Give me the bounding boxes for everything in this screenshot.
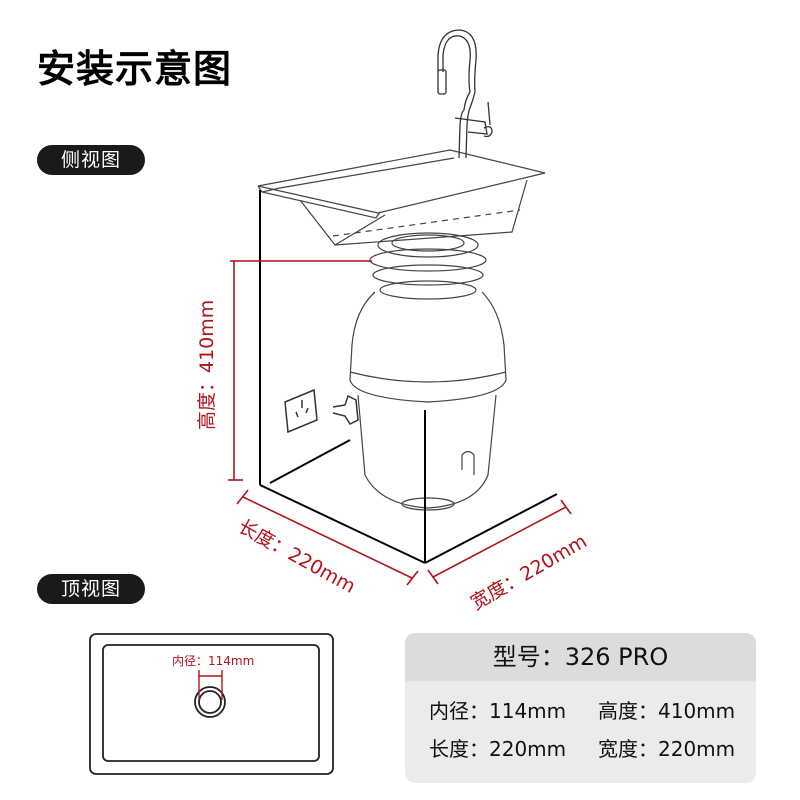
top-view-label: 顶视图	[37, 574, 145, 604]
page-title: 安装示意图	[37, 47, 233, 91]
spec-length: 长度：220mm	[429, 737, 567, 761]
diameter-marker	[198, 670, 223, 700]
height-dimension-label: 高度：410mm	[196, 299, 218, 430]
spec-height: 高度：410mm	[598, 699, 736, 723]
side-view-label: 侧视图	[37, 145, 145, 175]
model-label: 型号：326 PRO	[405, 633, 756, 681]
sink-icon	[257, 149, 546, 246]
top-view-sink	[89, 633, 334, 775]
spec-card: 型号：326 PRO 内径：114mm 高度：410mm 长度：220mm 宽度…	[405, 633, 756, 783]
inner-diameter-label: 内径：114mm	[172, 654, 255, 668]
faucet-icon	[437, 29, 493, 159]
disposer-icon	[349, 232, 507, 511]
spec-inner-diameter: 内径：114mm	[429, 699, 567, 723]
spec-width: 宽度：220mm	[598, 737, 736, 761]
dimension-lines	[228, 260, 572, 586]
cabinet-lines	[259, 190, 558, 564]
wall-socket-icon	[284, 388, 359, 434]
